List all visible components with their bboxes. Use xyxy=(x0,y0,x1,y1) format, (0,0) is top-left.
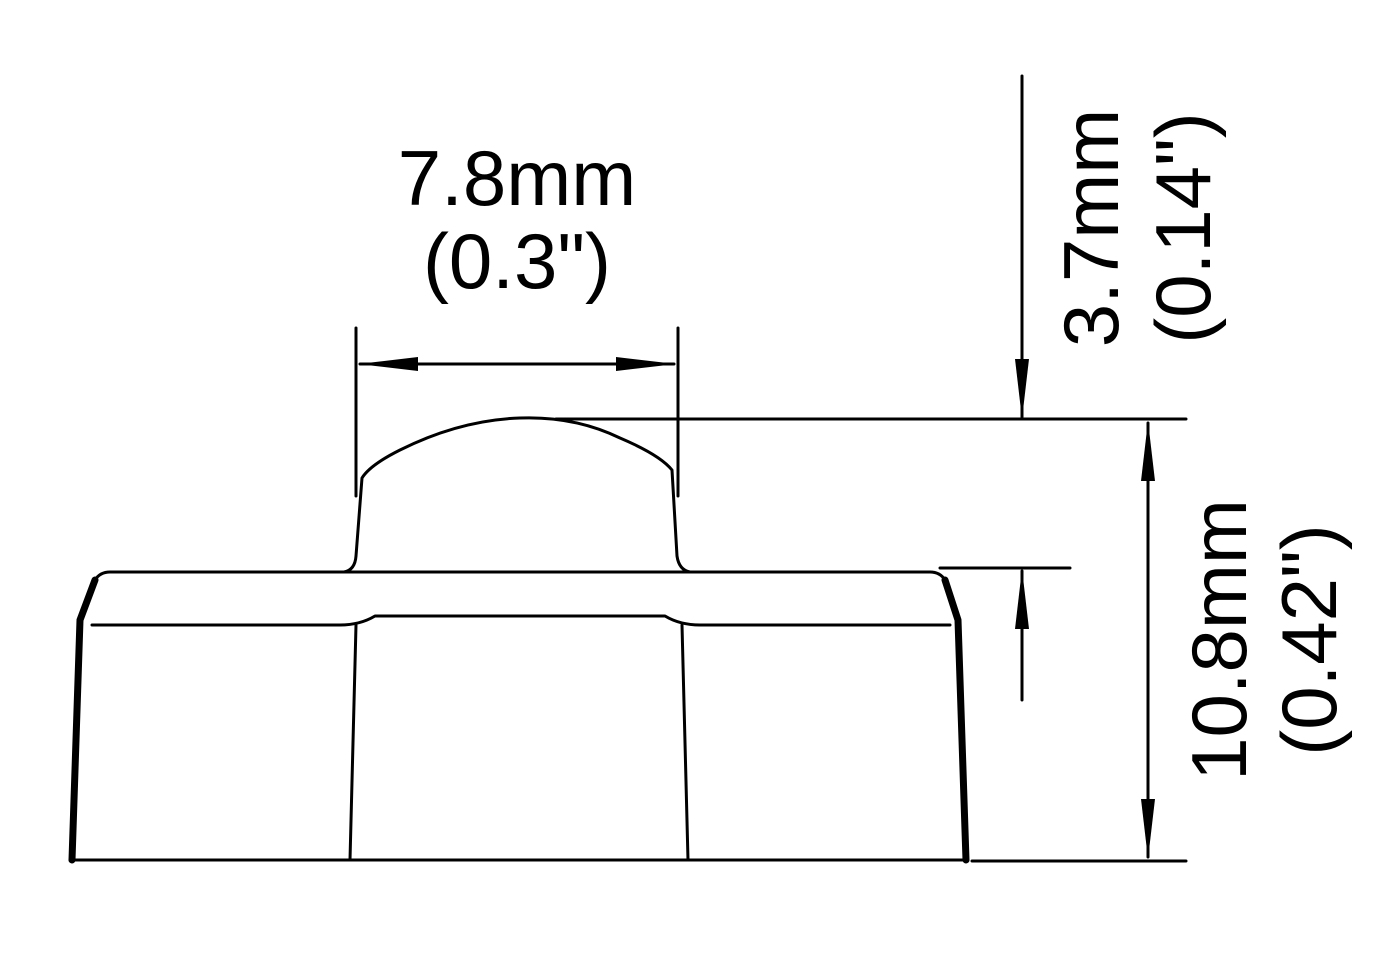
top-height-label-imperial: (0.14") xyxy=(1139,112,1227,343)
top-height-dimension: 3.7mm (0.14") xyxy=(554,74,1227,702)
total-height-dimension: 10.8mm (0.42") xyxy=(970,421,1353,863)
base-left-edge xyxy=(68,576,99,864)
inner-left-line xyxy=(348,623,358,862)
top-boss-outline xyxy=(342,416,692,574)
width-dimension: 7.8mm (0.3") xyxy=(354,134,680,498)
total-height-label-imperial: (0.42") xyxy=(1265,524,1353,755)
part-outline xyxy=(68,416,970,864)
base-right-edge xyxy=(941,576,970,864)
top-height-label: 3.7mm xyxy=(1047,109,1135,347)
width-label: 7.8mm xyxy=(398,134,636,222)
width-label-imperial: (0.3") xyxy=(423,217,611,305)
inner-right-line xyxy=(680,623,690,862)
total-height-label: 10.8mm xyxy=(1175,499,1263,781)
shoulder-line xyxy=(90,614,952,627)
